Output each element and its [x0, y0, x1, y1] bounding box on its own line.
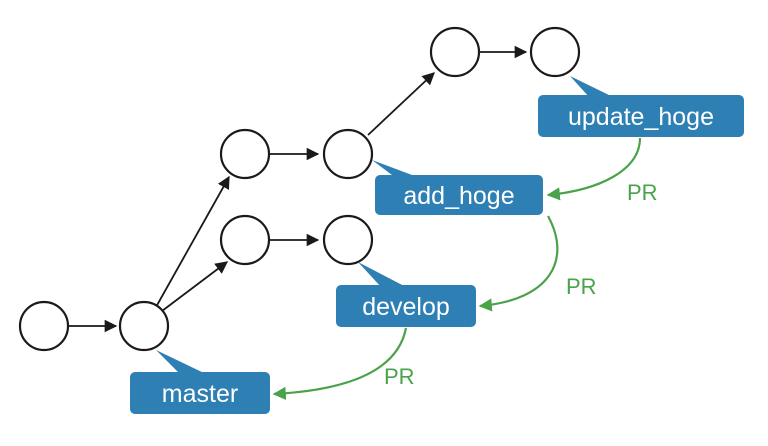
- commit-node: [429, 26, 481, 78]
- commits: [18, 26, 581, 352]
- commit-edges: [69, 45, 528, 333]
- callout-pointer: [358, 262, 408, 288]
- branch-label-master: master: [130, 350, 270, 414]
- callout-pointer: [372, 160, 420, 178]
- label-text: master: [162, 380, 238, 408]
- edge-c2-c3: [155, 175, 230, 308]
- callout-pointer: [570, 76, 615, 98]
- label-background: [538, 95, 744, 137]
- commit-node: [18, 300, 70, 352]
- branch-label-update-hoge: update_hoge: [538, 76, 744, 137]
- commit-node: [322, 128, 374, 180]
- edge-c2-c5: [161, 261, 229, 312]
- pull-request-arrows: PR PR PR: [272, 137, 658, 400]
- pr-arrow-develop-to-master: [272, 327, 408, 400]
- pr-arrow-update-to-add: [546, 137, 642, 201]
- callout-pointer: [156, 350, 206, 374]
- label-text: develop: [362, 293, 450, 321]
- pr-label: PR: [384, 364, 415, 389]
- branch-label-develop: develop: [336, 262, 476, 327]
- commit-node: [322, 214, 374, 266]
- branch-label-add-hoge: add_hoge: [372, 160, 543, 215]
- commit-node: [529, 26, 581, 78]
- edge-c4-c7: [367, 72, 435, 136]
- label-text: add_hoge: [403, 182, 514, 210]
- label-text: update_hoge: [568, 103, 714, 131]
- commit-node: [219, 128, 271, 180]
- pr-label: PR: [627, 180, 658, 205]
- label-background: [375, 175, 543, 215]
- label-background: [336, 285, 476, 327]
- commit-node: [118, 300, 170, 352]
- label-background: [130, 372, 270, 414]
- commit-node: [219, 214, 271, 266]
- pr-label: PR: [566, 274, 597, 299]
- pr-arrow-add-to-develop: [478, 215, 559, 312]
